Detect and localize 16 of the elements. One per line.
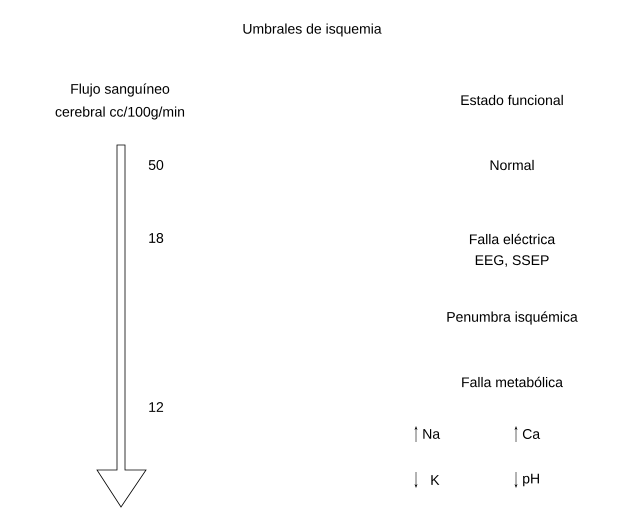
text-label: Falla metabólica xyxy=(462,376,563,388)
ion-label: K xyxy=(431,475,440,485)
text-label: cerebral cc/100g/min xyxy=(56,106,184,120)
text-label: Penumbra isquémica xyxy=(447,311,578,325)
text-label: Normal xyxy=(490,160,534,170)
ion-label: pH xyxy=(523,474,539,486)
ion-label: Na xyxy=(423,429,440,439)
value-label: 18 xyxy=(149,233,164,243)
value-label: 50 xyxy=(148,160,164,170)
ion-label: Ca xyxy=(522,429,540,439)
text-label: Falla eléctrica xyxy=(470,234,556,244)
text-label: EEG, SSEP xyxy=(476,255,549,267)
text-label: Estado funcional xyxy=(461,94,563,106)
title: Umbrales de isquemia xyxy=(243,23,382,37)
value-label: 12 xyxy=(149,402,164,412)
text-label: Flujo sanguíneo xyxy=(71,83,170,97)
